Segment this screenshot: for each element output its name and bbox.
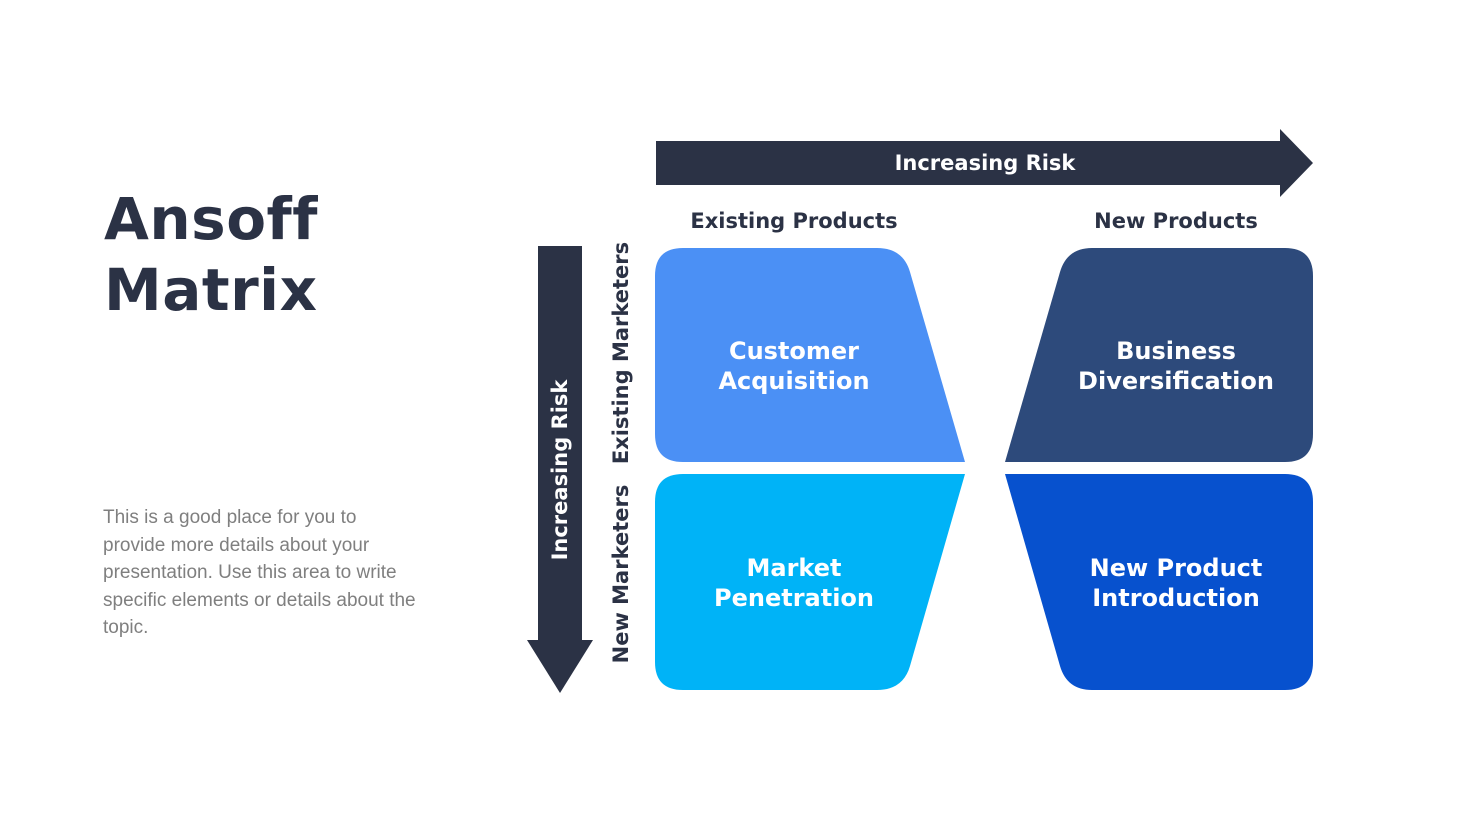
vertical-arrow-label: Increasing Risk bbox=[548, 379, 572, 561]
row-label-existing-marketers: Existing Marketers bbox=[609, 241, 633, 465]
horizontal-risk-arrow-icon bbox=[656, 129, 1313, 197]
page-title: Ansoff Matrix bbox=[104, 184, 318, 326]
vertical-risk-arrow-icon bbox=[527, 246, 593, 693]
horizontal-arrow-label: Increasing Risk bbox=[894, 151, 1076, 175]
quadrant-new-product-introduction-shape bbox=[1005, 474, 1313, 690]
quadrant-business-diversification-shape bbox=[1005, 248, 1313, 462]
quadrant-market-penetration-shape bbox=[655, 474, 965, 690]
description-text: This is a good place for you to provide … bbox=[103, 507, 416, 638]
row-label-new-marketers: New Marketers bbox=[609, 484, 633, 664]
page-title-line-2: Matrix bbox=[104, 256, 318, 324]
quadrant-label-new-product-introduction: New Product Introduction bbox=[1089, 554, 1263, 612]
column-label-new-products: New Products bbox=[1094, 209, 1258, 233]
quadrant-label-customer-acquisition: Customer Acquisition bbox=[718, 337, 870, 395]
quadrant-label-market-penetration: Market Penetration bbox=[713, 554, 874, 612]
quadrant-label-business-diversification: Business Diversification bbox=[1078, 337, 1274, 395]
quadrant-customer-acquisition-shape bbox=[655, 248, 965, 462]
column-label-existing-products: Existing Products bbox=[690, 209, 898, 233]
page-title-line-1: Ansoff bbox=[104, 185, 319, 253]
